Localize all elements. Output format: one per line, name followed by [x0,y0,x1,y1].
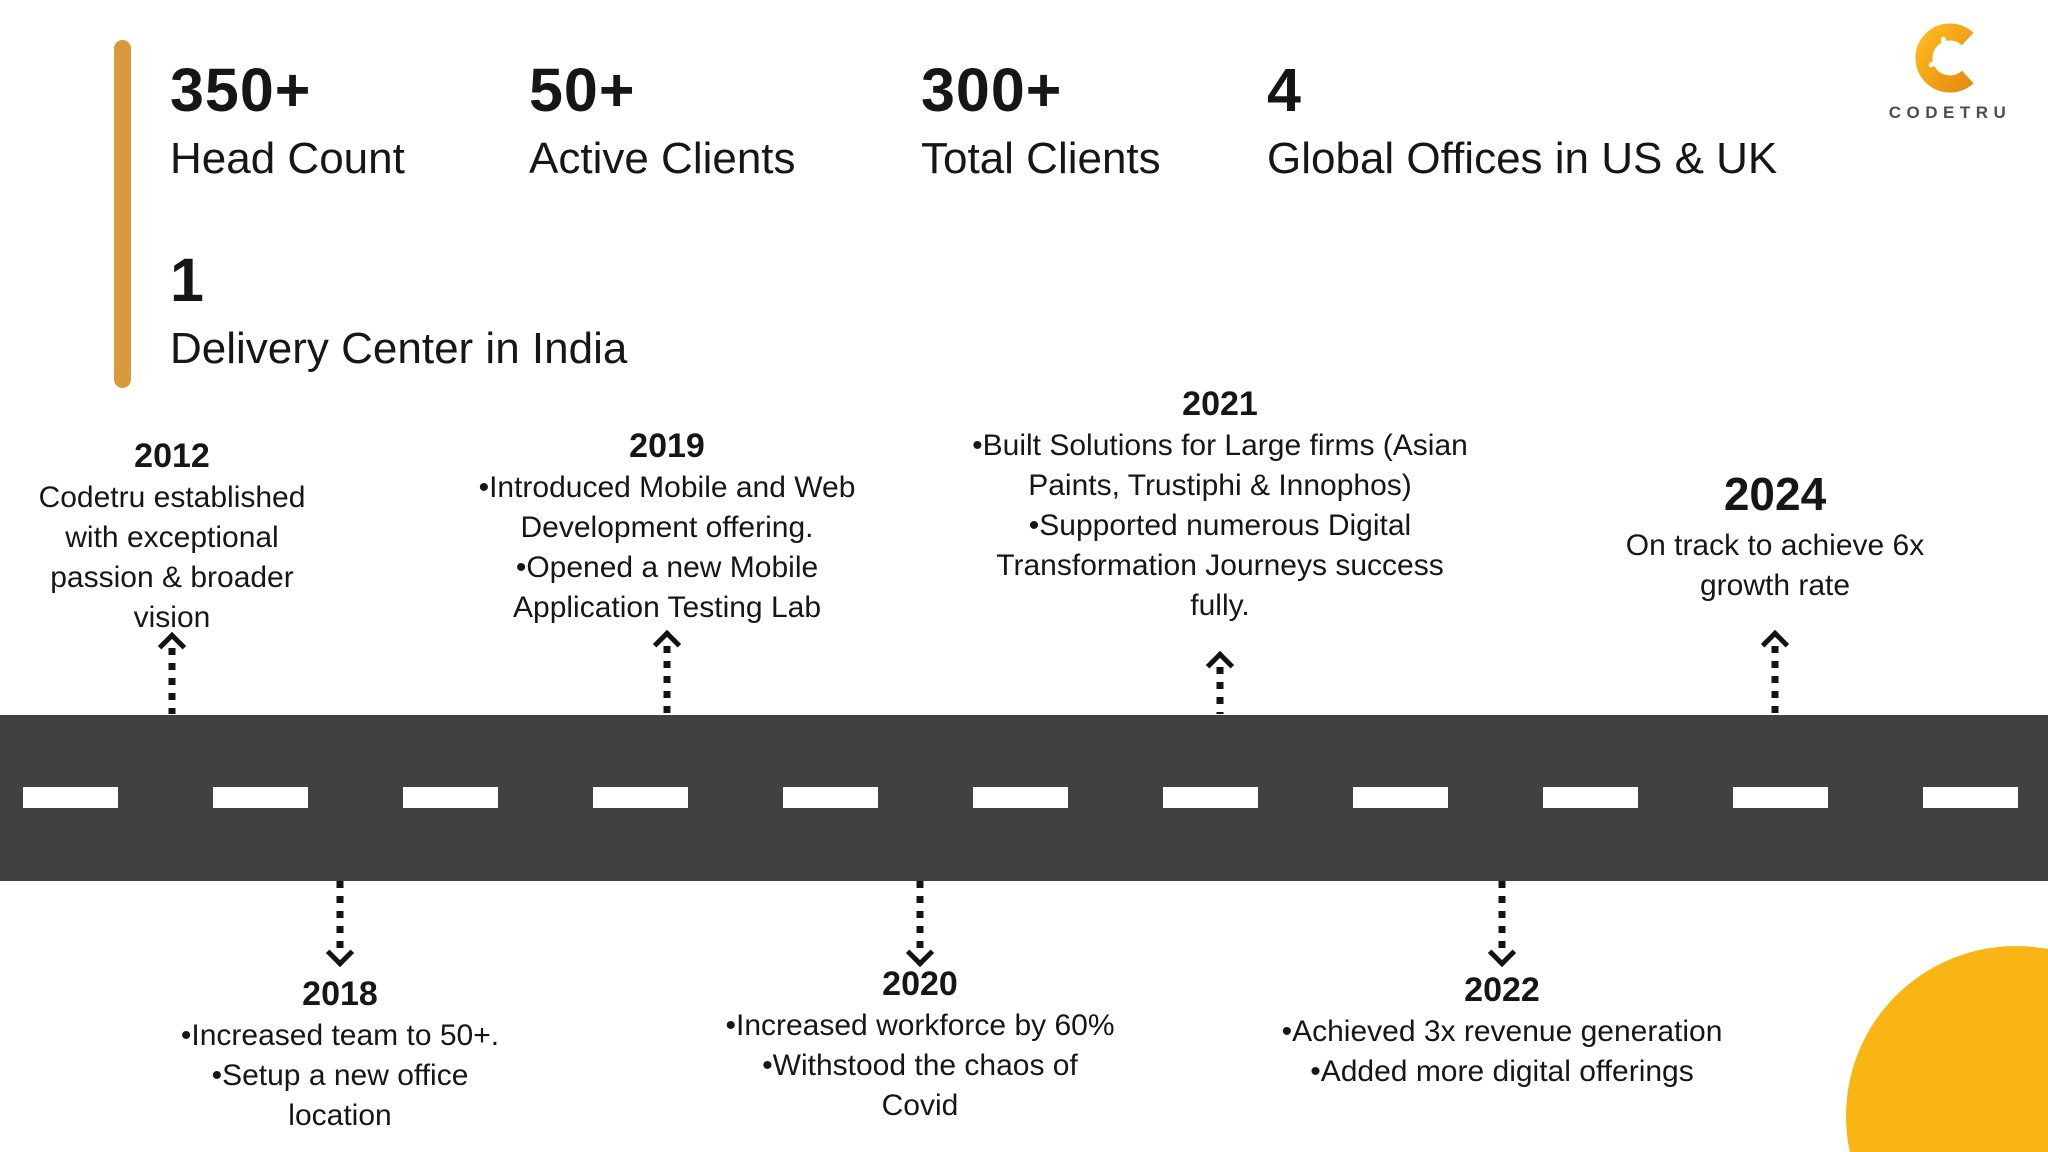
milestone-description: •Increased team to 50+.•Setup a new offi… [180,1019,500,1132]
stat-global-offices: 4 Global Offices in US & UK [1267,58,1777,182]
accent-bar [114,40,131,388]
milestone-year: 2022 [1464,971,1540,1009]
stat-label: Global Offices in US & UK [1267,134,1778,183]
milestone-2020: 2020 •Increased workforce by 60%•Withsto… [690,962,1150,1126]
up-arrow-icon [157,631,187,714]
codetru-logo: CODETRU [1888,16,2012,123]
milestone-year: 2018 [302,975,378,1013]
down-arrow-icon [325,881,355,968]
up-arrow-icon [1205,650,1235,714]
milestone-year: 2024 [1723,468,1827,520]
road-lane-dashes [23,787,2048,808]
codetru-c-icon [1915,23,1974,93]
corner-circle-decoration [1846,946,2048,1152]
milestone-year: 2012 [134,437,210,475]
stat-total-clients: 300+ Total Clients [921,58,1161,182]
stat-head-count: 350+ Head Count [170,58,405,182]
milestone-description: •Achieved 3x revenue generation•Added mo… [1281,1015,1723,1088]
milestone-2018: 2018 •Increased team to 50+.•Setup a new… [150,972,530,1136]
stat-delivery-center: 1 Delivery Center in India [170,248,627,372]
stat-value: 4 [1267,56,1302,124]
stat-active-clients: 50+ Active Clients [529,58,796,182]
up-arrow-icon [652,629,682,714]
down-arrow-icon [905,881,935,968]
up-arrow-icon [1760,629,1790,714]
stat-value: 350+ [170,56,312,124]
codetru-wordmark: CODETRU [1888,103,2012,122]
stat-label: Delivery Center in India [170,324,628,373]
milestone-2022: 2022 •Achieved 3x revenue generation•Add… [1242,968,1762,1092]
stat-value: 50+ [529,56,636,124]
stat-value: 300+ [921,56,1063,124]
milestone-description: •Increased workforce by 60%•Withstood th… [725,1009,1115,1122]
stat-label: Total Clients [921,134,1161,183]
stat-value: 1 [170,246,205,314]
milestone-year: 2020 [882,965,958,1003]
stat-label: Active Clients [529,134,796,183]
timeline-road [0,715,2048,881]
milestone-year: 2021 [1182,385,1258,423]
milestone-2021: 2021 •Built Solutions for Large firms (A… [940,382,1500,626]
stat-label: Head Count [170,134,405,183]
down-arrow-icon [1487,881,1517,968]
milestone-year: 2019 [629,427,705,465]
